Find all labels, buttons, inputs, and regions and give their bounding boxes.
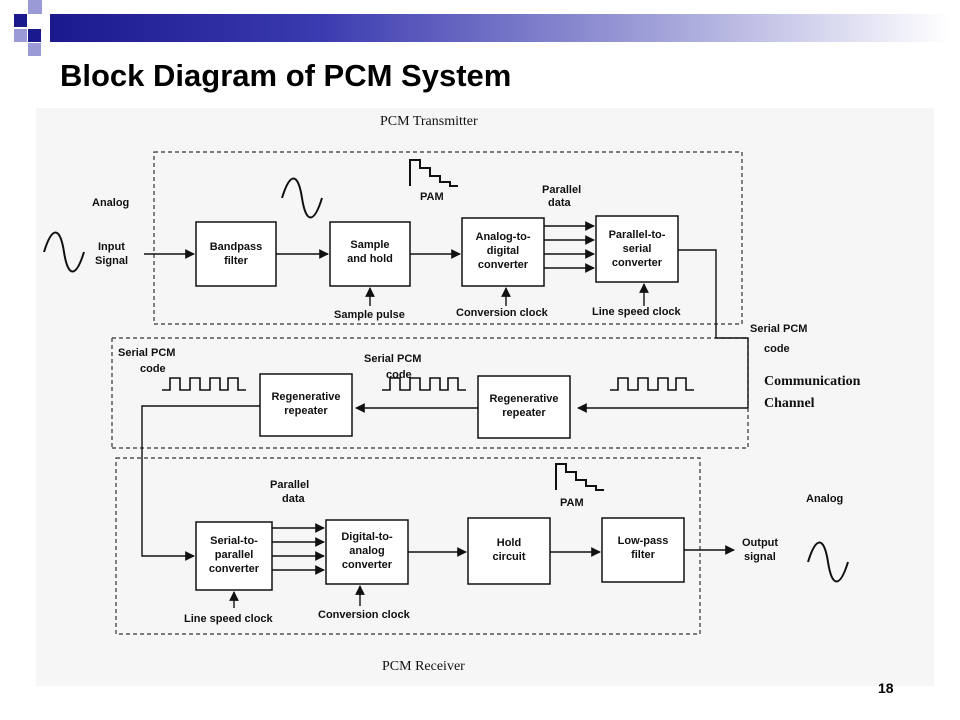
rx-output-label: Output <box>742 537 778 549</box>
header-square-5 <box>28 43 41 56</box>
hold-label-2: circuit <box>492 551 525 563</box>
p2s-label-2: serial <box>623 243 652 255</box>
receiver-label: PCM Receiver <box>382 659 465 674</box>
s2p-block <box>195 521 273 591</box>
s2p-label-1: Serial-to- <box>210 535 258 547</box>
s2p-label-2: parallel <box>215 549 254 561</box>
adc-label-2: digital <box>487 245 519 257</box>
lpf-label-2: filter <box>631 549 656 561</box>
tx-pam-label: PAM <box>420 191 444 203</box>
tx-line-speed-clock-label: Line speed clock <box>592 306 682 318</box>
transmitter-label: PCM Transmitter <box>380 114 478 129</box>
channel-group <box>111 337 749 449</box>
low-pass-filter-block <box>601 517 685 583</box>
p2s-label-3: converter <box>612 257 663 269</box>
sample-pulse-label: Sample pulse <box>334 309 405 321</box>
tx-input-label: Input <box>98 241 125 253</box>
bandpass-filter-block <box>195 221 277 287</box>
regenerative-repeater-right <box>477 375 571 439</box>
header-square-2 <box>28 0 42 14</box>
serial-pulse-train-icons <box>162 377 694 391</box>
tx-signal-arrows <box>144 221 749 408</box>
repeater-left-label-2: repeater <box>284 405 328 417</box>
rx-data-label: data <box>282 493 306 505</box>
tx-conversion-clock-label: Conversion clock <box>456 307 549 319</box>
tx-analog-label: Analog <box>92 197 129 209</box>
analog-sine-icon <box>281 177 323 219</box>
tx-serial-pcm-label: Serial PCM <box>750 323 807 335</box>
channel-arrows <box>141 403 748 561</box>
slide-title: Block Diagram of PCM System <box>60 58 512 93</box>
bandpass-label-2: filter <box>224 255 249 267</box>
rx-pam-label: PAM <box>560 497 584 509</box>
tx-signal-label: Signal <box>95 255 128 267</box>
channel-label-2: Channel <box>764 396 815 411</box>
rx-parallel-label: Parallel <box>270 479 309 491</box>
receiver-group <box>115 457 701 635</box>
bandpass-label-1: Bandpass <box>210 241 263 253</box>
tx-parallel-label: Parallel <box>542 184 581 196</box>
rx-pam-waveform-icon <box>555 463 604 491</box>
regenerative-repeater-left <box>259 373 353 437</box>
pam-waveform-icon <box>409 159 458 187</box>
mid-serial-pcm-label: Serial PCM <box>364 353 421 365</box>
repeater-left-label-1: Regenerative <box>271 391 340 403</box>
rx-analog-label: Analog <box>806 493 843 505</box>
hold-circuit-block <box>467 517 551 585</box>
adc-label-3: converter <box>478 259 529 271</box>
dac-label-2: analog <box>349 545 384 557</box>
tx-data-label: data <box>548 197 572 209</box>
p2s-block <box>595 215 679 283</box>
rx-signal-arrows <box>229 523 735 608</box>
channel-label-1: Communication <box>764 374 861 389</box>
repeater-right-label-2: repeater <box>502 407 546 419</box>
left-serial-pcm-label: Serial PCM <box>118 347 175 359</box>
hold-label-1: Hold <box>497 537 521 549</box>
output-sine-icon <box>807 541 849 583</box>
rx-conversion-clock-label: Conversion clock <box>318 609 411 621</box>
sample-hold-label-1: Sample <box>350 239 389 251</box>
header-square-4 <box>28 29 41 42</box>
transmitter-group <box>153 151 743 325</box>
adc-label-1: Analog-to- <box>476 231 531 243</box>
header-square-3 <box>14 29 27 42</box>
rx-signal-label: signal <box>744 551 776 563</box>
rx-line-speed-clock-label: Line speed clock <box>184 613 274 625</box>
p2s-label-1: Parallel-to- <box>609 229 666 241</box>
dac-label-1: Digital-to- <box>341 531 393 543</box>
repeater-right-label-1: Regenerative <box>489 393 558 405</box>
header-gradient-bar <box>50 14 950 42</box>
mid-code-label: code <box>386 369 412 381</box>
s2p-label-3: converter <box>209 563 260 575</box>
left-code-label: code <box>140 363 166 375</box>
sample-hold-label-2: and hold <box>347 253 393 265</box>
dac-label-3: converter <box>342 559 393 571</box>
page-number: 18 <box>878 680 894 696</box>
adc-block <box>461 217 545 287</box>
header-square-1 <box>14 14 27 27</box>
input-sine-icon <box>43 231 85 273</box>
tx-code-label: code <box>764 343 790 355</box>
dac-block <box>325 519 409 585</box>
lpf-label-1: Low-pass <box>618 535 669 547</box>
